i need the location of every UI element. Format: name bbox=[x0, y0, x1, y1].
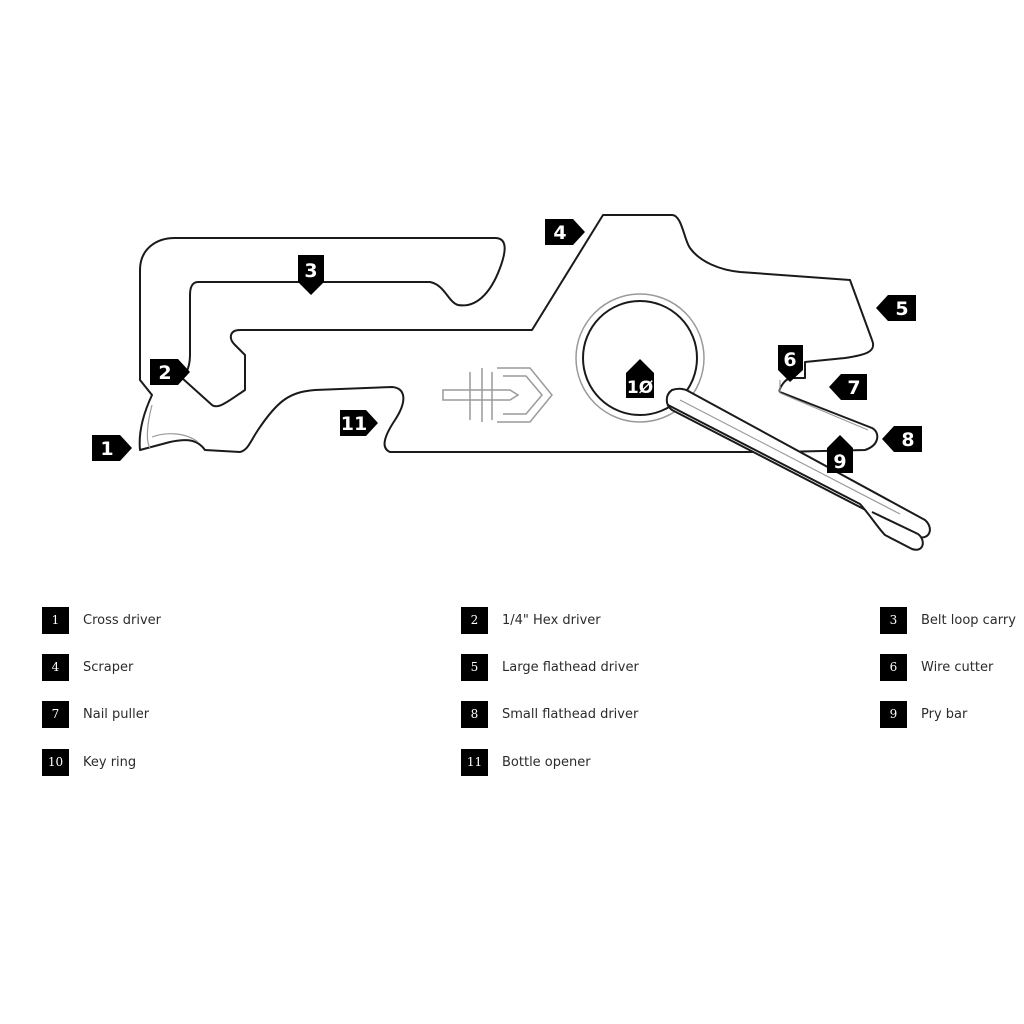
pry-bar bbox=[665, 387, 931, 551]
callout-10: 1Ø bbox=[626, 359, 654, 398]
wire-cutter-slot bbox=[779, 380, 869, 431]
callout-5-label: 5 bbox=[895, 298, 908, 320]
tool-body-outline bbox=[138, 214, 879, 453]
legend-item-4: 4 Scraper bbox=[42, 653, 133, 681]
callout-11-label: 11 bbox=[341, 413, 367, 435]
callout-1-label: 1 bbox=[100, 438, 113, 460]
legend-badge: 1 bbox=[42, 606, 69, 634]
legend-label: Large flathead driver bbox=[502, 659, 639, 675]
callout-9: 9 bbox=[827, 435, 853, 473]
callout-8: 8 bbox=[882, 426, 922, 452]
callout-3-label: 3 bbox=[304, 260, 317, 282]
key-ring-hole bbox=[582, 300, 698, 416]
callout-3: 3 bbox=[298, 255, 324, 295]
callout-2-label: 2 bbox=[158, 362, 171, 384]
legend-badge: 11 bbox=[461, 748, 488, 776]
legend-badge: 7 bbox=[42, 700, 69, 728]
callout-7-label: 7 bbox=[847, 377, 860, 399]
legend-label: 1/4" Hex driver bbox=[502, 612, 601, 628]
callout-4: 4 bbox=[545, 219, 585, 245]
legend-label: Scraper bbox=[83, 659, 134, 675]
legend-badge: 10 bbox=[42, 748, 69, 776]
callout-6-label: 6 bbox=[783, 349, 796, 371]
legend-label: Small flathead driver bbox=[502, 706, 639, 722]
legend-badge: 3 bbox=[880, 606, 907, 634]
legend-item-9: 9 Pry bar bbox=[880, 700, 967, 728]
legend-badge: 6 bbox=[880, 653, 907, 681]
legend-label: Cross driver bbox=[83, 612, 162, 628]
brand-logo bbox=[442, 367, 553, 423]
legend-item-6: 6 Wire cutter bbox=[880, 653, 993, 681]
callout-4-label: 4 bbox=[553, 222, 566, 244]
callout-11: 11 bbox=[340, 410, 378, 436]
legend-badge: 4 bbox=[42, 653, 69, 681]
legend-item-11: 11 Bottle opener bbox=[461, 748, 591, 776]
legend-label: Pry bar bbox=[921, 706, 968, 722]
cross-driver-detail bbox=[146, 404, 199, 449]
legend-item-1: 1 Cross driver bbox=[42, 606, 161, 634]
legend-item-8: 8 Small flathead driver bbox=[461, 700, 638, 728]
legend-item-7: 7 Nail puller bbox=[42, 700, 149, 728]
callout-7: 7 bbox=[829, 374, 867, 400]
legend-badge: 9 bbox=[880, 700, 907, 728]
legend-label: Wire cutter bbox=[921, 659, 994, 675]
callout-10-label: 1Ø bbox=[627, 378, 653, 398]
legend-badge: 8 bbox=[461, 700, 488, 728]
key-ring-outer-ring bbox=[575, 293, 705, 423]
callout-1: 1 bbox=[92, 435, 132, 461]
callout-5: 5 bbox=[876, 295, 916, 321]
legend-label: Belt loop carry bbox=[921, 612, 1016, 628]
legend-label: Bottle opener bbox=[502, 754, 591, 770]
callout-8-label: 8 bbox=[901, 429, 914, 451]
legend-item-3: 3 Belt loop carry bbox=[880, 606, 1016, 634]
legend-label: Key ring bbox=[83, 754, 137, 770]
callout-2: 2 bbox=[150, 359, 190, 385]
legend-badge: 5 bbox=[461, 653, 488, 681]
callout-9-label: 9 bbox=[833, 451, 846, 473]
tool-diagram: 1 2 3 4 5 6 7 8 9 1Ø 11 bbox=[92, 214, 931, 551]
legend-badge: 2 bbox=[461, 606, 488, 634]
legend-item-5: 5 Large flathead driver bbox=[461, 653, 639, 681]
legend-label: Nail puller bbox=[83, 706, 150, 722]
callout-6: 6 bbox=[778, 345, 803, 382]
legend-item-2: 2 1/4" Hex driver bbox=[461, 606, 601, 634]
legend-item-10: 10 Key ring bbox=[42, 748, 136, 776]
